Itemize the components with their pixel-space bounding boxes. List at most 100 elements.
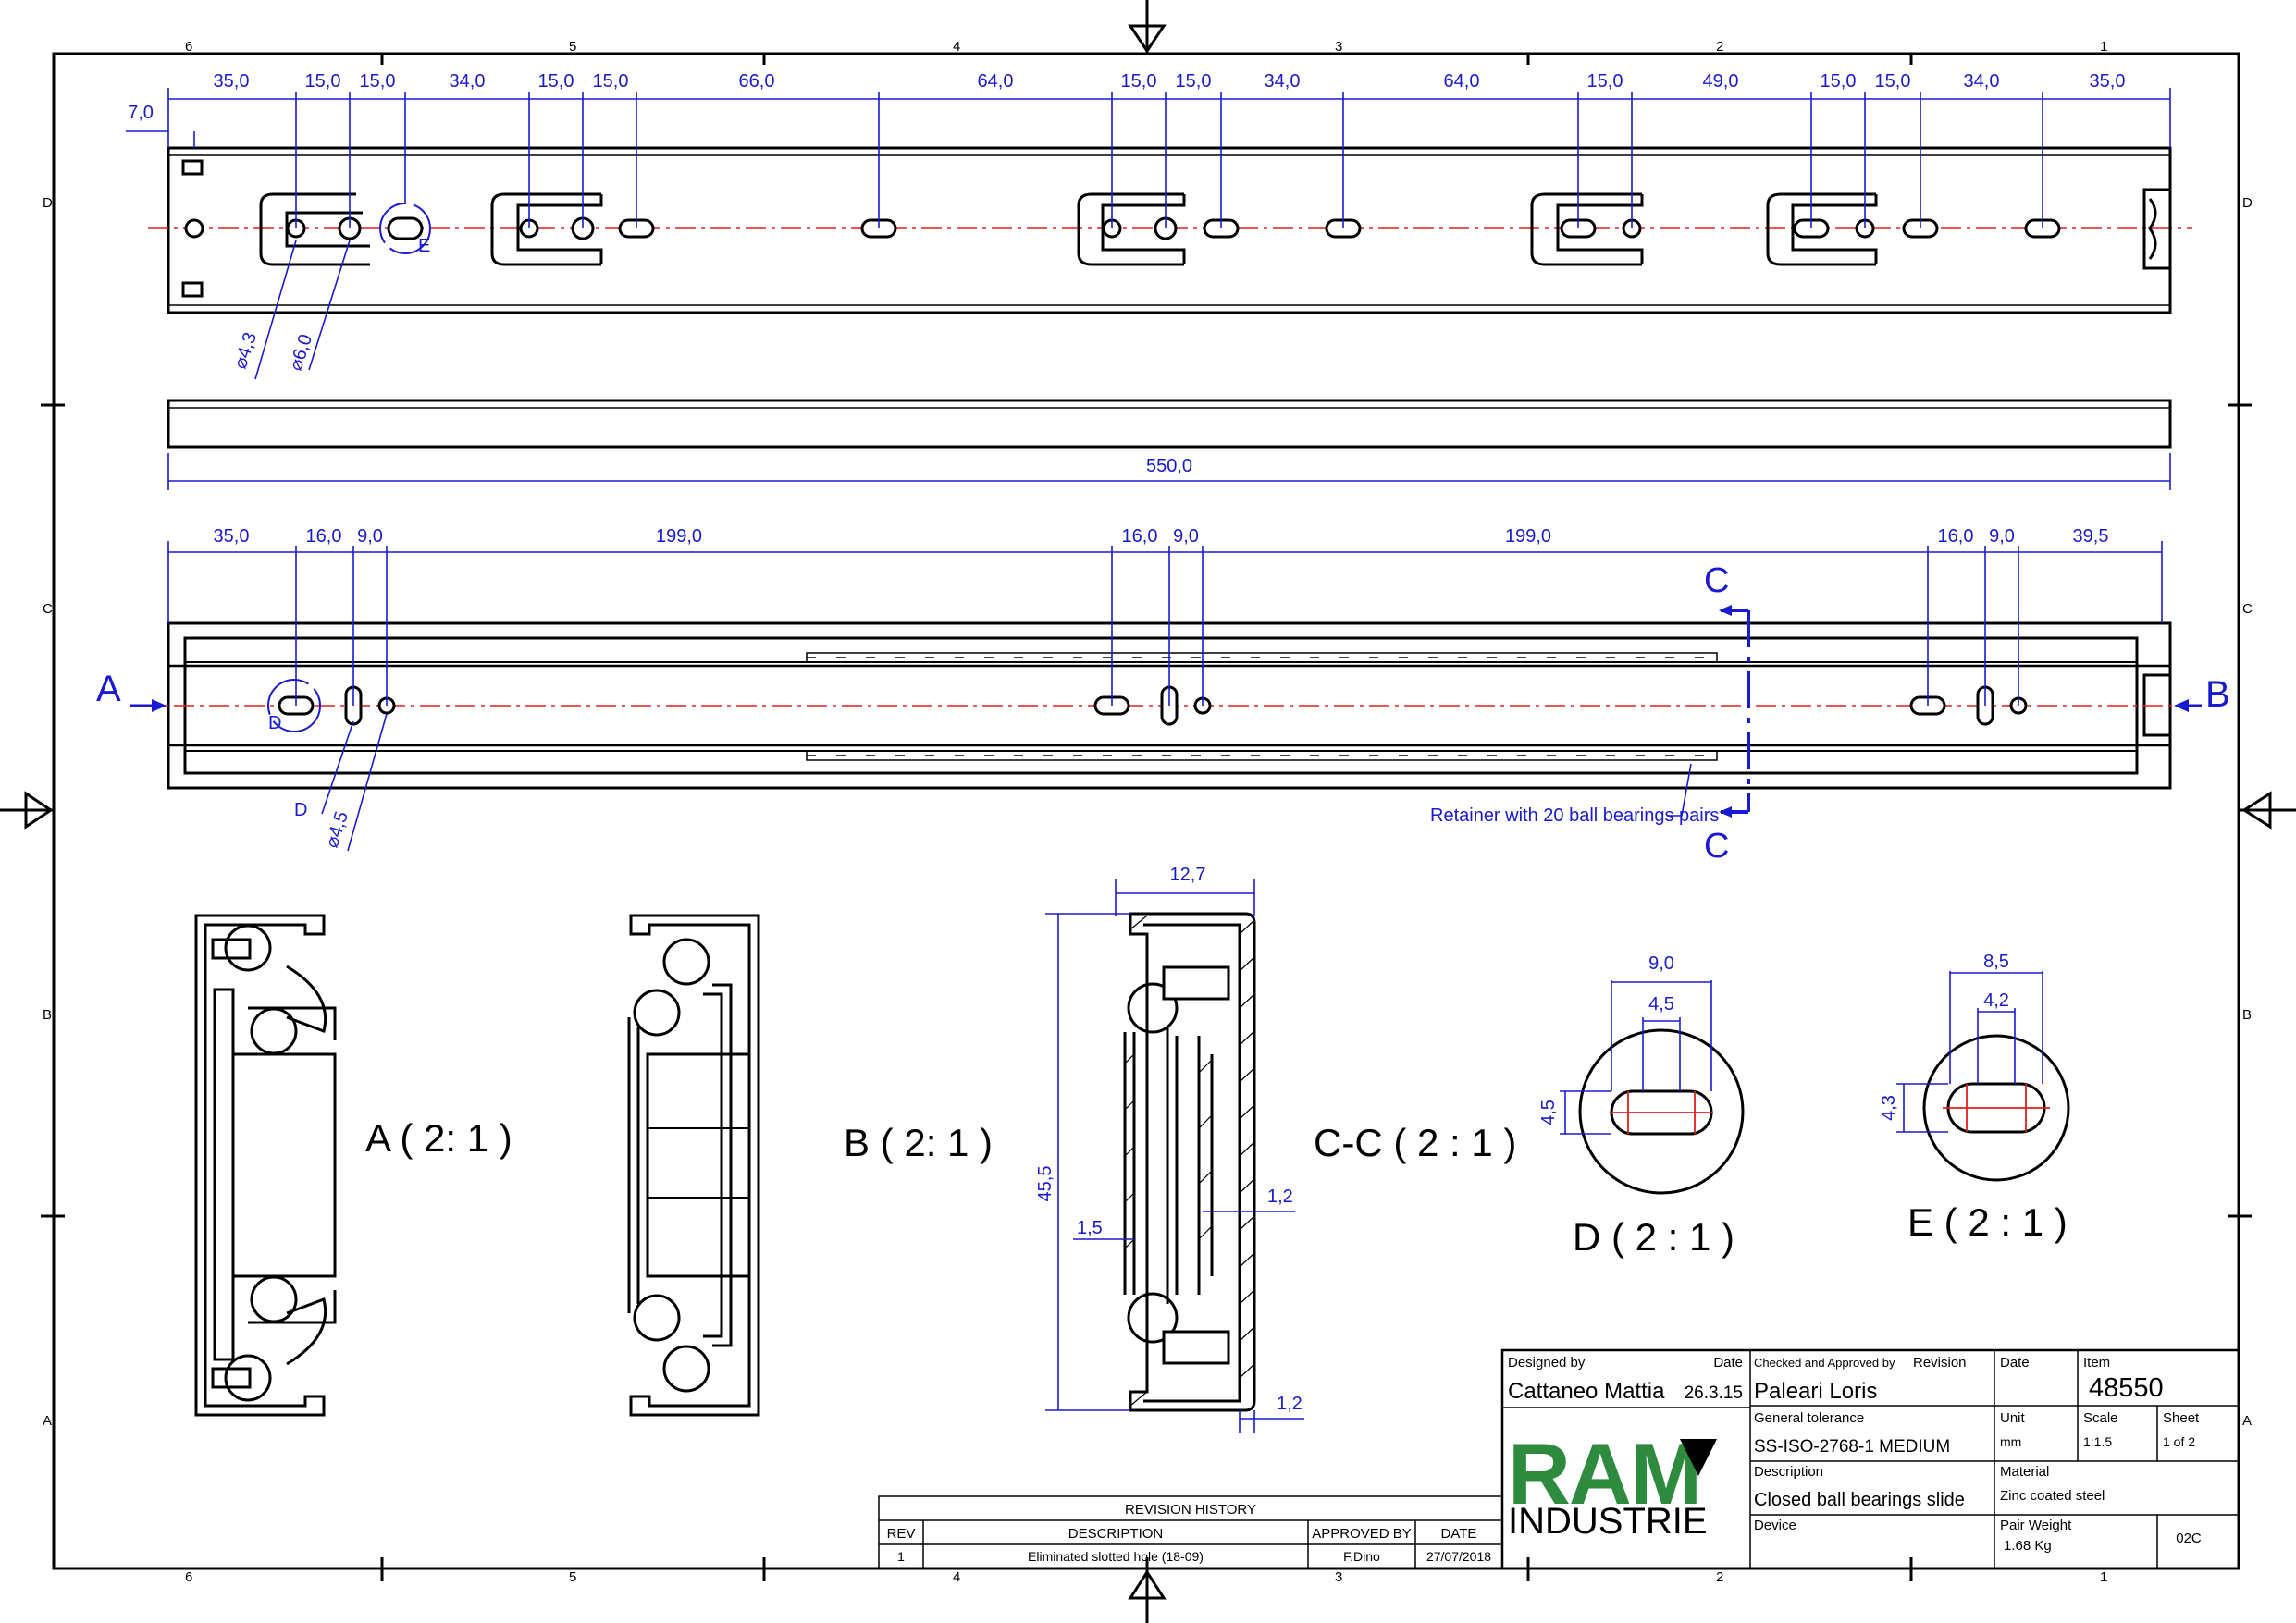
side-dim-2: 16,0 <box>306 526 342 547</box>
scale-value: 1:1.5 <box>2083 1434 2112 1449</box>
zone-left-c: C <box>43 601 53 617</box>
top-dim-2: 15,0 <box>305 71 341 92</box>
d-dim-width: 9,0 <box>1648 953 1674 974</box>
logo-industrie: INDUSTRIE <box>1508 1501 1708 1542</box>
side-dim-5: 16,0 <box>1122 526 1158 547</box>
top-dim-10: 15,0 <box>1121 71 1157 92</box>
cc-dim-height: 45,5 <box>1035 1166 1055 1202</box>
top-dim-18: 34,0 <box>1964 71 2000 92</box>
logo-ram: RAM <box>1508 1425 1700 1522</box>
revision-label: Revision <box>1913 1355 1967 1371</box>
side-dim-4: 199,0 <box>656 526 702 547</box>
zone-bottom-2: 2 <box>1716 1569 1723 1585</box>
unit-value: mm <box>2000 1434 2021 1449</box>
weight-label: Pair Weight <box>2000 1518 2072 1533</box>
zone-top-5: 5 <box>569 39 576 55</box>
top-dim-5: 15,0 <box>538 71 574 92</box>
zone-right-b: B <box>2242 1007 2252 1023</box>
cc-dim-width: 12,7 <box>1170 865 1206 885</box>
side-dim-9: 9,0 <box>1989 526 2015 547</box>
sheet-label: Sheet <box>2163 1410 2200 1426</box>
detail-d-view: 9,0 4,5 4,5 D ( 2 : 1 ) <box>1538 953 1745 1259</box>
detail-d-ref-2: D <box>294 800 307 820</box>
view-a-label: A <box>96 669 121 709</box>
designer-name: Cattaneo Mattia <box>1508 1379 1665 1404</box>
top-dim-1: 35,0 <box>214 71 250 92</box>
zone-bottom-3: 3 <box>1335 1569 1342 1585</box>
top-dim-17: 15,0 <box>1875 71 1911 92</box>
rev-row-desc: Eliminated slotted hole (18-09) <box>1028 1549 1204 1564</box>
detail-d-ref: D <box>268 713 281 733</box>
item-label: Item <box>2083 1355 2110 1371</box>
item-number: 48550 <box>2089 1373 2164 1403</box>
side-view: D D 35,0 16,0 9,0 199,0 16,0 9,0 199,0 1… <box>96 526 2230 866</box>
top-dim-9: 64,0 <box>978 71 1014 92</box>
rev-col-rev: REV <box>887 1526 916 1542</box>
rev-col-desc: DESCRIPTION <box>1068 1526 1164 1542</box>
cc-dim-12b: 1,2 <box>1277 1394 1302 1414</box>
side-dim-3: 9,0 <box>357 526 383 547</box>
designed-by-label: Designed by <box>1508 1355 1586 1371</box>
top-dim-11: 15,0 <box>1176 71 1212 92</box>
title-block: Designed by Date Cattaneo Mattia 26.3.15… <box>1500 1348 2240 1570</box>
rail-profile-view: 550,0 <box>167 399 2172 490</box>
section-cc-title: C-C ( 2 : 1 ) <box>1314 1121 1516 1164</box>
top-dim-19: 35,0 <box>2090 71 2126 92</box>
detail-e-view: 8,5 4,2 4,3 E ( 2 : 1 ) <box>1879 952 2070 1244</box>
device-label: Device <box>1754 1518 1796 1533</box>
hole-dia-43: ⌀4,3 <box>230 330 261 372</box>
zone-top-1: 1 <box>2100 39 2107 55</box>
rev-row-rev: 1 <box>897 1549 905 1564</box>
detail-d-title: D ( 2 : 1 ) <box>1573 1215 1734 1259</box>
date-label: Date <box>1713 1355 1743 1371</box>
design-date: 26.3.15 <box>1685 1383 1743 1403</box>
detail-a-title: A ( 2: 1 ) <box>365 1116 512 1160</box>
detail-e-ref: E <box>418 236 430 256</box>
unit-label: Unit <box>2000 1410 2026 1426</box>
hole-dia-45: ⌀4,5 <box>322 809 352 851</box>
zone-right-d: D <box>2242 195 2253 211</box>
detail-b-title: B ( 2: 1 ) <box>844 1121 993 1164</box>
sheet-value: 1 of 2 <box>2163 1434 2195 1449</box>
side-dim-8: 16,0 <box>1938 526 1974 547</box>
top-dim-14: 15,0 <box>1587 71 1623 92</box>
date2-label: Date <box>2000 1355 2030 1371</box>
hole-dia-60: ⌀6,0 <box>286 332 316 374</box>
top-dim-8: 66,0 <box>739 71 775 92</box>
zone-left-a: A <box>43 1413 52 1429</box>
zone-bottom-6: 6 <box>185 1569 192 1585</box>
zone-bottom-1: 1 <box>2100 1569 2107 1585</box>
detail-e-title: E ( 2 : 1 ) <box>1907 1200 2068 1244</box>
top-dim-4: 34,0 <box>450 71 486 92</box>
weight-value: 1.68 Kg <box>2004 1538 2052 1554</box>
section-cc-view: 12,7 45,5 1,5 1,2 1,2 C-C ( 2 : 1 ) <box>1035 865 1516 1433</box>
material-label: Material <box>2000 1464 2049 1480</box>
overall-length: 550,0 <box>1146 456 1192 476</box>
drawing-code: 02C <box>2176 1531 2202 1546</box>
detail-a-view: A ( 2: 1 ) <box>194 914 512 1417</box>
view-b-label: B <box>2205 674 2230 715</box>
top-dim-7: 7,0 <box>128 103 154 123</box>
ram-industrie-logo: RAM INDUSTRIE <box>1508 1425 1717 1542</box>
checked-label: Checked and Approved by <box>1754 1356 1895 1370</box>
zone-top-2: 2 <box>1716 39 1723 55</box>
e-dim-height: 4,3 <box>1879 1095 1899 1121</box>
retainer-note: Retainer with 20 ball bearings pairs <box>1430 805 1719 826</box>
zone-top-4: 4 <box>953 39 960 55</box>
rev-col-date: DATE <box>1441 1526 1477 1542</box>
zone-right-a: A <box>2242 1413 2252 1429</box>
top-dim-15: 49,0 <box>1703 71 1739 92</box>
checker-name: Paleari Loris <box>1754 1379 1877 1404</box>
zone-right-c: C <box>2242 601 2253 617</box>
rev-row-approved: F.Dino <box>1343 1549 1380 1564</box>
description-label: Description <box>1754 1464 1823 1480</box>
tolerance-value: SS-ISO-2768-1 MEDIUM <box>1754 1437 1950 1457</box>
zone-bottom-4: 4 <box>953 1569 960 1585</box>
revision-title: REVISION HISTORY <box>1125 1502 1256 1518</box>
description-value: Closed ball bearings slide <box>1754 1490 1965 1510</box>
side-dim-6: 9,0 <box>1173 526 1199 547</box>
zone-left-b: B <box>43 1007 52 1023</box>
top-dim-13: 64,0 <box>1444 71 1480 92</box>
d-dim-pitch: 4,5 <box>1648 994 1674 1014</box>
